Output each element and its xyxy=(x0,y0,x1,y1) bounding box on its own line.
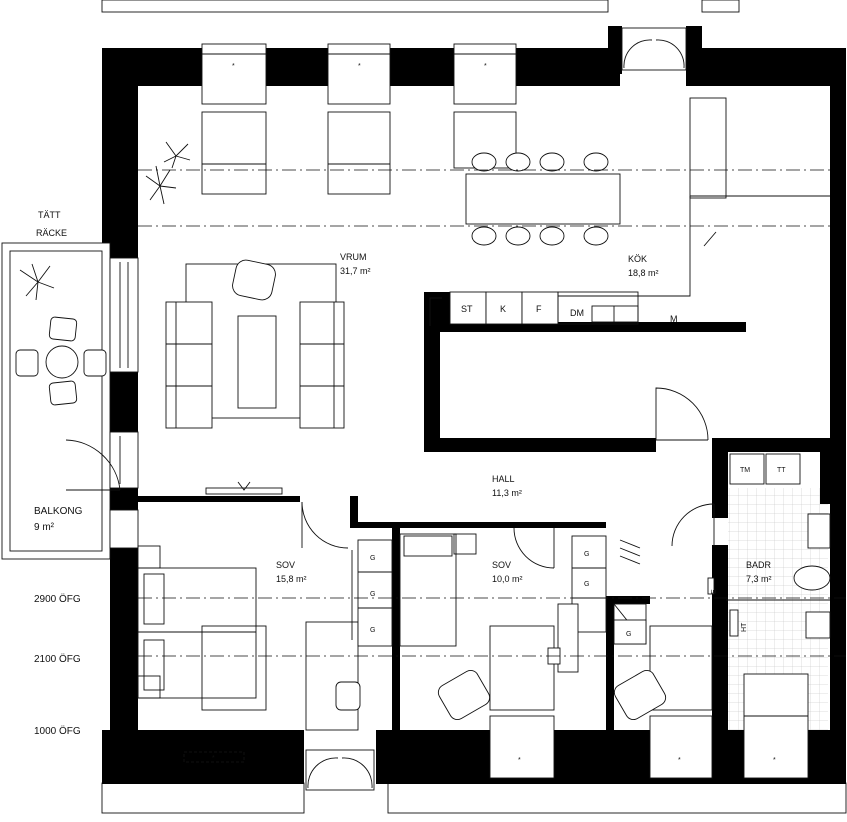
living-room-furniture xyxy=(165,259,345,495)
level-label-2100: 2100 ÖFG xyxy=(34,653,81,665)
room-name-balkong: BALKONG xyxy=(34,506,83,517)
ht-label: HT xyxy=(741,622,748,632)
wardrobe-label: G xyxy=(626,631,631,638)
hall-fittings xyxy=(613,539,647,645)
fridge-label: K xyxy=(500,304,506,314)
dishwasher-label: DM xyxy=(570,308,584,318)
level-label-1000: 1000 ÖFG xyxy=(34,725,81,737)
balcony xyxy=(1,242,139,560)
bathroom-fittings xyxy=(707,453,831,779)
room-name-sov1: SOV xyxy=(276,560,295,570)
freezer-label: F xyxy=(536,304,542,314)
wardrobe-label: G xyxy=(370,555,375,562)
railing-label-line1: TÄTT xyxy=(38,210,61,220)
wardrobe-label: G xyxy=(584,581,589,588)
e-label: E xyxy=(711,589,718,594)
plant-icon xyxy=(19,263,55,301)
marker-star: * xyxy=(212,755,215,762)
stove-label: ST xyxy=(461,304,473,314)
window-panels xyxy=(201,27,687,195)
railing-label-line2: RÄCKE xyxy=(36,228,67,238)
room-name-sov2: SOV xyxy=(492,560,511,570)
kitchen-fittings xyxy=(429,97,830,326)
room-area-hall: 11,3 m² xyxy=(492,488,522,498)
study-furniture xyxy=(613,625,713,779)
level-label-2900: 2900 ÖFG xyxy=(34,593,81,605)
room-area-sov2: 10,0 m² xyxy=(492,574,523,584)
marker-star: * xyxy=(518,757,521,764)
marker-star: * xyxy=(773,757,776,764)
wardrobe-label: G xyxy=(370,591,375,598)
washer-label: TM xyxy=(740,467,750,474)
room-name-badr: BADR xyxy=(746,560,772,570)
marker-star: * xyxy=(358,63,361,70)
microwave-label: M xyxy=(670,314,678,324)
dash-lines xyxy=(138,169,846,657)
room-area-kok: 18,8 m² xyxy=(628,268,659,278)
room-name-kok: KÖK xyxy=(628,254,647,264)
walls xyxy=(102,26,846,784)
marker-star: * xyxy=(232,63,235,70)
balcony-table-set xyxy=(15,316,107,406)
marker-star: * xyxy=(484,63,487,70)
wardrobe-label: G xyxy=(370,627,375,634)
room-area-badr: 7,3 m² xyxy=(746,574,772,584)
wardrobe-label: G xyxy=(584,551,589,558)
bedroom-2-furniture xyxy=(399,533,607,779)
room-name-vrum: VRUM xyxy=(340,252,367,262)
room-area-vrum: 31,7 m² xyxy=(340,266,371,276)
room-area-sov1: 15,8 m² xyxy=(276,574,307,584)
room-name-hall: HALL xyxy=(492,474,515,484)
door-swings xyxy=(301,387,715,791)
bedroom-1-furniture xyxy=(137,539,393,763)
plant-icon xyxy=(145,141,191,205)
marker-star: * xyxy=(678,757,681,764)
dryer-label: TT xyxy=(777,467,786,474)
room-area-balkong: 9 m² xyxy=(34,522,55,533)
